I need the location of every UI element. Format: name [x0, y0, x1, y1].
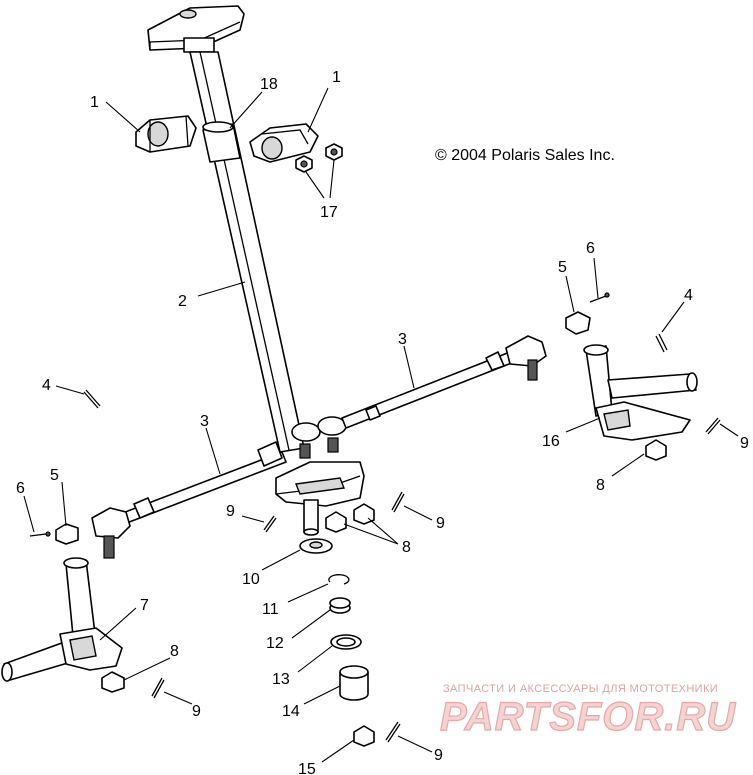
callout-3-left: 3 — [200, 413, 209, 430]
nut-15 — [353, 725, 375, 747]
castle-nut-left — [55, 523, 79, 545]
callout-8-center: 8 — [402, 539, 411, 556]
watermark-logo: PARTSFOR.RU — [440, 695, 736, 739]
callout-18: 18 — [260, 76, 278, 93]
copyright-text: © 2004 Polaris Sales Inc. — [435, 147, 615, 164]
watermark-tagline: ЗАПЧАСТИ И АКСЕССУАРЫ ДЛЯ МОТОТЕХНИКИ — [443, 683, 718, 695]
callout-6-left: 6 — [16, 480, 25, 497]
callout-9-bottom: 9 — [434, 747, 443, 764]
tie-rod-right — [341, 335, 547, 429]
callout-8-right: 8 — [596, 477, 605, 494]
callout-9-right: 9 — [740, 435, 749, 452]
callout-17: 17 — [320, 204, 338, 221]
callout-10: 10 — [242, 571, 260, 588]
nuts-8-center — [325, 503, 375, 533]
castle-nut-right — [565, 311, 591, 335]
cotter-pins — [29, 292, 721, 743]
bushing-12 — [329, 597, 351, 614]
callout-9-center-right: 9 — [436, 515, 445, 532]
callout-16: 16 — [542, 433, 560, 450]
callout-5-right: 5 — [558, 259, 567, 276]
callout-3-right: 3 — [398, 331, 407, 348]
callout-7: 7 — [140, 597, 149, 614]
steering-post — [147, 5, 365, 536]
snap-ring-11 — [328, 574, 350, 585]
callout-2: 2 — [178, 293, 187, 310]
callout-4-left: 4 — [42, 377, 51, 394]
nut-8-right — [645, 439, 667, 461]
callout-4-right: 4 — [684, 287, 693, 304]
handlebar-clamp-right — [249, 123, 319, 163]
callout-15: 15 — [298, 761, 316, 775]
handlebar-clamp-left — [135, 115, 197, 153]
callout-1-left: 1 — [90, 94, 99, 111]
callout-6-right: 6 — [586, 240, 595, 257]
leader-lines — [23, 87, 739, 763]
callout-13: 13 — [272, 671, 290, 688]
callout-11: 11 — [262, 601, 279, 618]
spindle-right — [583, 344, 698, 441]
seal-13 — [330, 634, 362, 650]
callout-8-left: 8 — [170, 643, 179, 660]
callout-9-left: 9 — [192, 703, 201, 720]
bearing-14 — [339, 665, 369, 701]
tie-rod-left — [91, 441, 287, 559]
callout-9-center-left: 9 — [226, 503, 235, 520]
washer-10 — [299, 538, 333, 554]
clamp-nuts — [295, 143, 343, 173]
nut-8-left — [101, 671, 125, 693]
callout-5-left: 5 — [50, 467, 59, 484]
spindle-left — [1, 557, 123, 682]
callout-14: 14 — [282, 703, 300, 720]
callout-1-right: 1 — [332, 69, 341, 86]
callouts: 1 18 1 17 2 3 3 4 5 6 4 5 6 16 9 8 9 9 8… — [16, 69, 749, 775]
callout-12: 12 — [266, 635, 284, 652]
